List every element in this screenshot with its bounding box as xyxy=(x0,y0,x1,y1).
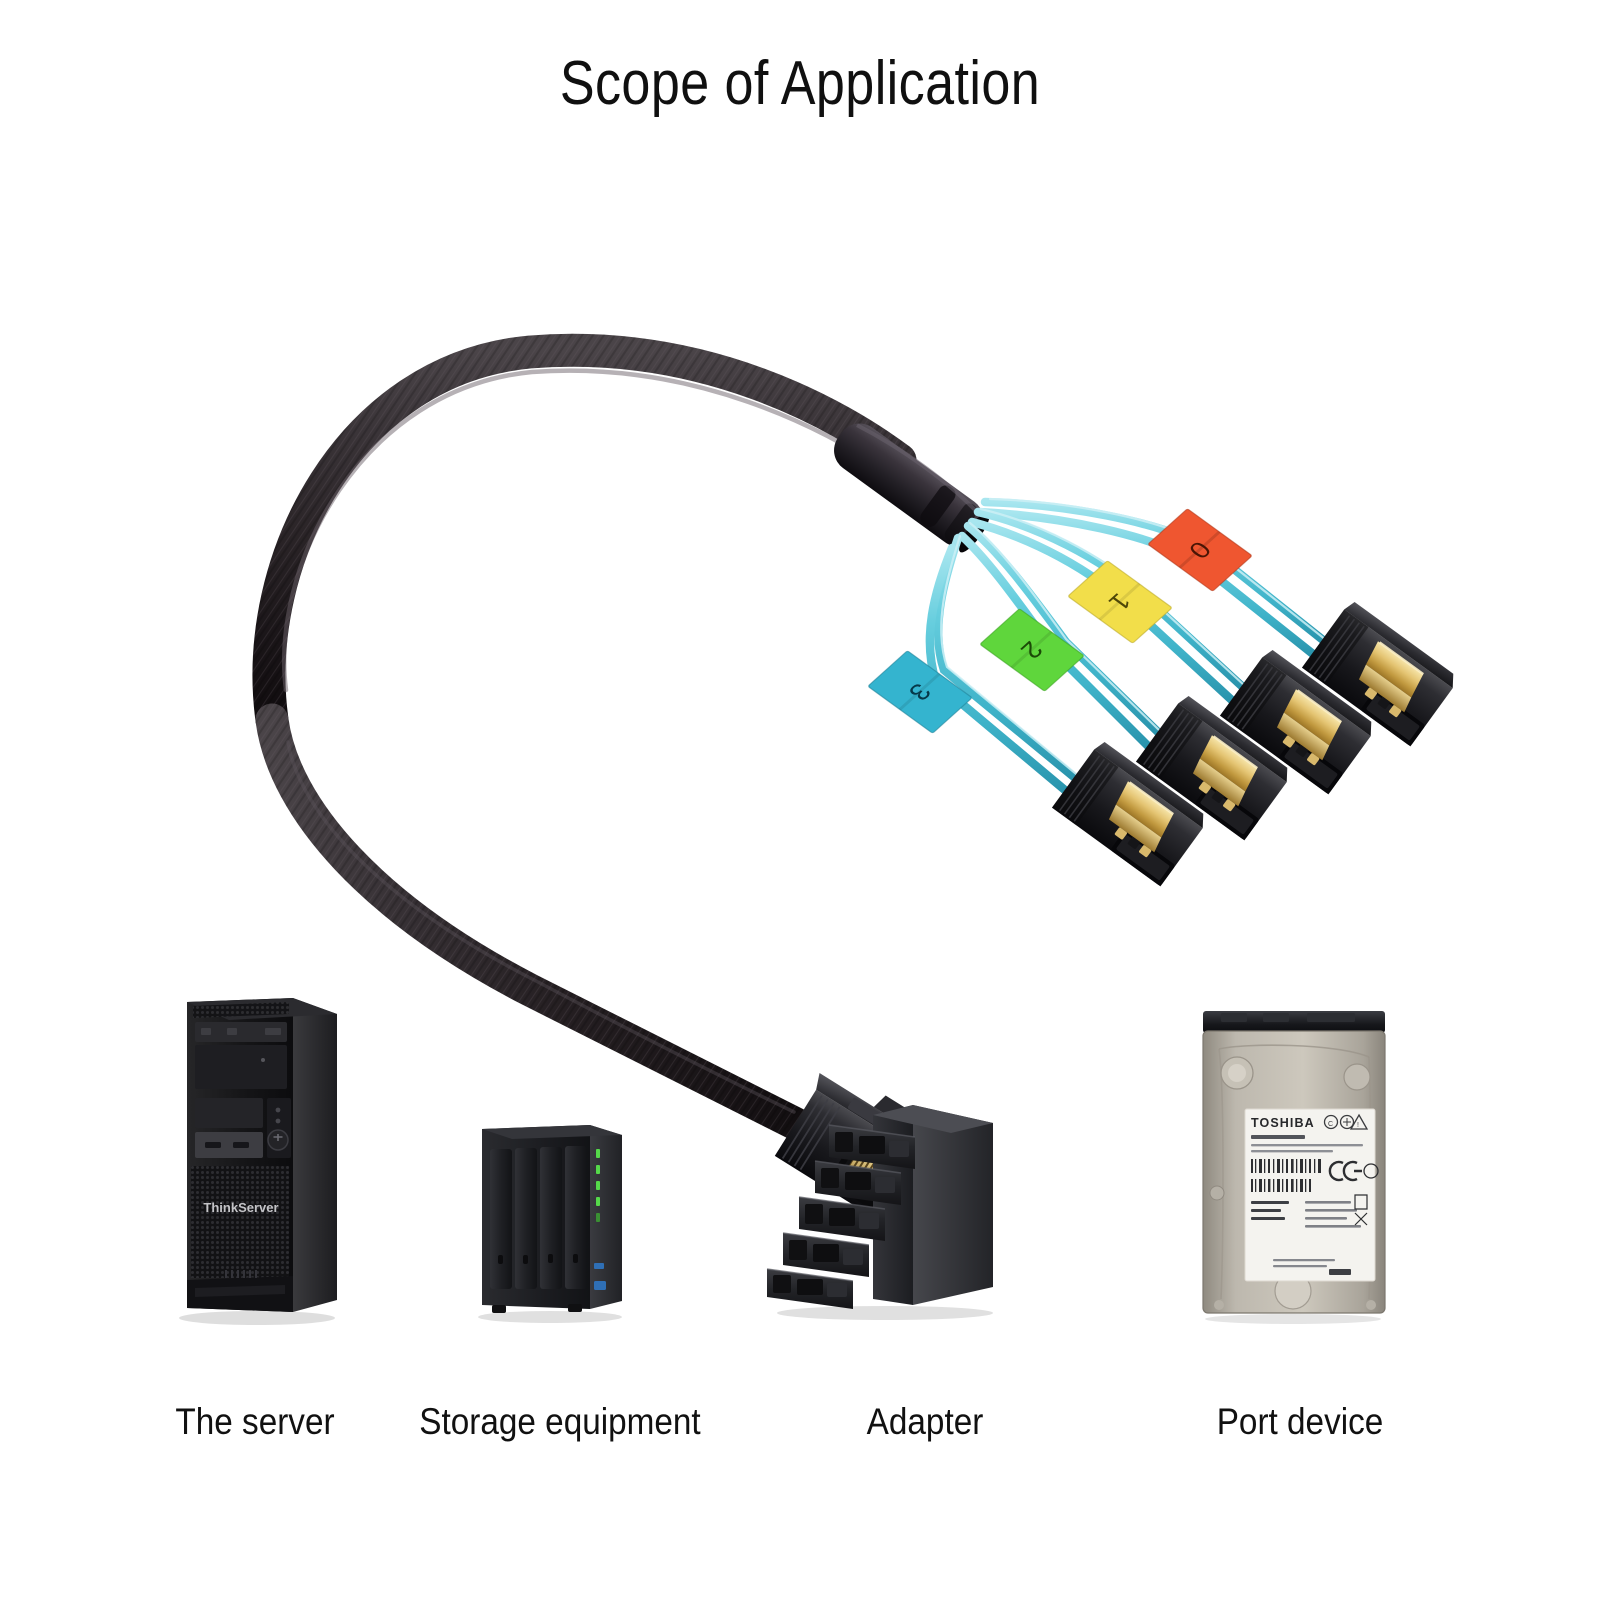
server-brand-text: ThinkServer xyxy=(203,1200,278,1215)
svg-text:!: ! xyxy=(1357,1122,1359,1129)
nas-status-leds xyxy=(596,1149,600,1222)
sata-connector-2 xyxy=(1135,695,1288,841)
sata-connector-3 xyxy=(1051,741,1204,887)
product-hero-image: 0 1 2 3 xyxy=(200,250,1460,1224)
device-image-storage xyxy=(450,1105,650,1325)
hdd-barcode xyxy=(1251,1159,1321,1173)
application-device-row: ThinkServer xyxy=(0,975,1600,1355)
adapter-drive-trays xyxy=(766,1124,916,1309)
svg-text:C: C xyxy=(1328,1121,1333,1128)
hdd-certification-marks: C ! xyxy=(1323,1113,1369,1130)
port-label-3: 3 xyxy=(868,650,972,734)
port-label-0: 0 xyxy=(1148,508,1252,592)
caption-storage: Storage equipment xyxy=(419,1401,701,1442)
caption-port-device: Port device xyxy=(1216,1401,1384,1442)
device-image-port-device: TOSHIBA C ! xyxy=(1185,1003,1400,1325)
port-label-2: 2 xyxy=(980,608,1084,692)
page-title: Scope of Application xyxy=(559,49,1041,118)
sata-connector-1 xyxy=(1219,649,1372,795)
hdd-ce-mark xyxy=(1328,1160,1379,1182)
caption-adapter: Adapter xyxy=(866,1401,984,1442)
hdd-weee-mark xyxy=(1354,1194,1368,1226)
device-caption-row: The server Storage equipment Adapter Por… xyxy=(0,1395,1600,1465)
device-image-adapter xyxy=(745,1073,1015,1323)
hdd-brand-text: TOSHIBA xyxy=(1251,1116,1315,1130)
braided-sleeve xyxy=(252,333,917,1143)
device-image-server: ThinkServer xyxy=(165,980,360,1325)
caption-server: The server xyxy=(175,1401,335,1442)
hdd-barcode-2 xyxy=(1251,1179,1311,1192)
port-label-1: 1 xyxy=(1068,560,1172,644)
sata-connector-0 xyxy=(1301,601,1454,747)
cable-breakout-boot xyxy=(834,423,990,553)
